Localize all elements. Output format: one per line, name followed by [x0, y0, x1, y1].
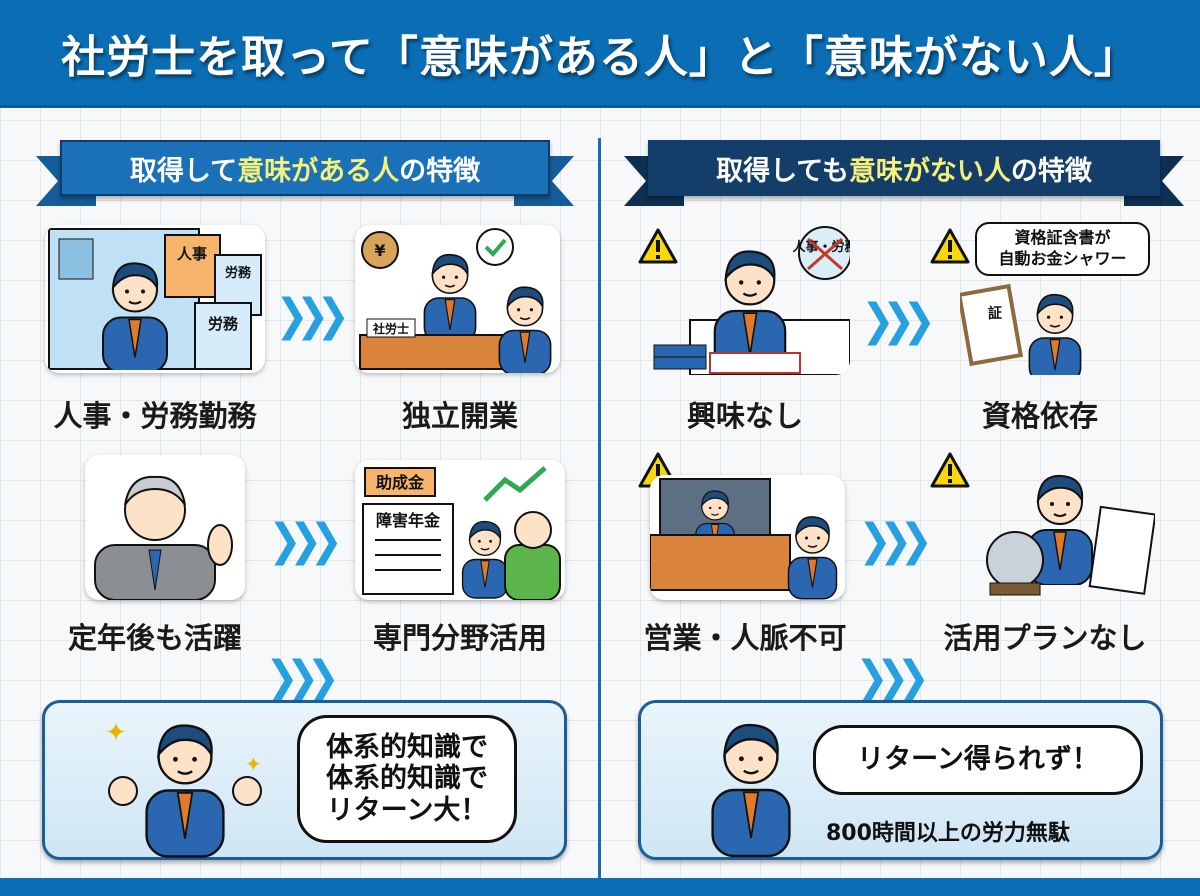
header: 社労士を取って「意味がある人」と「意味がない人」: [0, 0, 1200, 108]
sparkle-icon: ✦: [105, 718, 127, 748]
illustration-certificate-reliance: 証: [960, 280, 1110, 375]
illustration-specialist-field: 助成金 障害年金: [355, 460, 565, 600]
svg-text:¥: ¥: [374, 241, 385, 260]
illustration-no-interest: 人事・労務: [650, 225, 850, 375]
item-label-no-interest: 興味なし: [686, 399, 803, 433]
footer-bar: [0, 878, 1200, 896]
chevron-arrows-icon: ❯❯❯: [265, 652, 339, 703]
doc-label: 人事: [177, 245, 207, 263]
item-label-no-plan: 活用プランなし: [943, 621, 1147, 655]
speech-bubble-certificate: 資格証含書が 自動お金シャワー: [975, 222, 1150, 276]
right-result-box: リターン得られず！ 800時間以上の労力無駄: [638, 700, 1163, 860]
illustration-independent-office: ¥ 社労士: [355, 225, 560, 373]
illustration-no-sales-network: [650, 475, 845, 600]
illustration-hr-office-worker: 人事 労務 労務: [45, 225, 265, 373]
happy-businessman-illustration: ✦ ✦: [105, 718, 262, 858]
warning-icon: [930, 228, 970, 264]
sparkle-icon: ✦: [245, 752, 262, 776]
chevron-arrows-icon: ❯❯❯: [861, 295, 935, 346]
speech-bubble-return-big: 体系的知識で 体系的知識で リターン大！: [297, 715, 517, 843]
right-banner: 取得しても意味がない人の特徴: [624, 140, 1160, 206]
crystal-ball-icon: [986, 531, 1044, 589]
chevron-arrows-icon: ❯❯❯: [855, 652, 929, 703]
chevron-arrows-icon: ❯❯❯: [858, 515, 932, 566]
illustration-no-plan: [960, 455, 1155, 600]
svg-text:障害年金: 障害年金: [376, 511, 441, 530]
disappointed-man-illustration: [711, 723, 791, 858]
check-bubble-icon: [476, 228, 514, 266]
column-divider: [598, 138, 601, 878]
chevron-arrows-icon: ❯❯❯: [268, 515, 342, 566]
money-bag-icon: [361, 231, 399, 269]
item-label-after-retirement: 定年後も活躍: [67, 621, 242, 655]
svg-text:証: 証: [988, 305, 1002, 322]
chevron-arrows-icon: ❯❯❯: [275, 290, 349, 341]
svg-text:労務: 労務: [225, 265, 252, 281]
item-label-hr-work: 人事・労務勤務: [53, 399, 257, 433]
left-banner: 取得して意味がある人の特徴: [36, 140, 550, 206]
item-label-certificate-reliance: 資格依存: [981, 399, 1098, 433]
item-label-independent: 独立開業: [401, 399, 518, 433]
item-label-no-sales: 営業・人脈不可: [643, 621, 847, 655]
page-title: 社労士を取って「意味がある人」と「意味がない人」: [61, 31, 1139, 83]
illustration-senior-worker: [85, 455, 245, 600]
wasted-effort-note: 800時間以上の労力無駄: [826, 821, 1070, 846]
item-label-specialist: 専門分野活用: [372, 621, 547, 655]
svg-text:労務: 労務: [208, 315, 239, 333]
speech-bubble-no-return: リターン得られず！: [813, 725, 1143, 795]
svg-text:助成金: 助成金: [376, 473, 425, 492]
svg-text:社労士: 社労士: [372, 321, 409, 336]
left-result-box: ✦ ✦ 体系的知識で 体系的知識で リターン大！: [42, 700, 567, 860]
